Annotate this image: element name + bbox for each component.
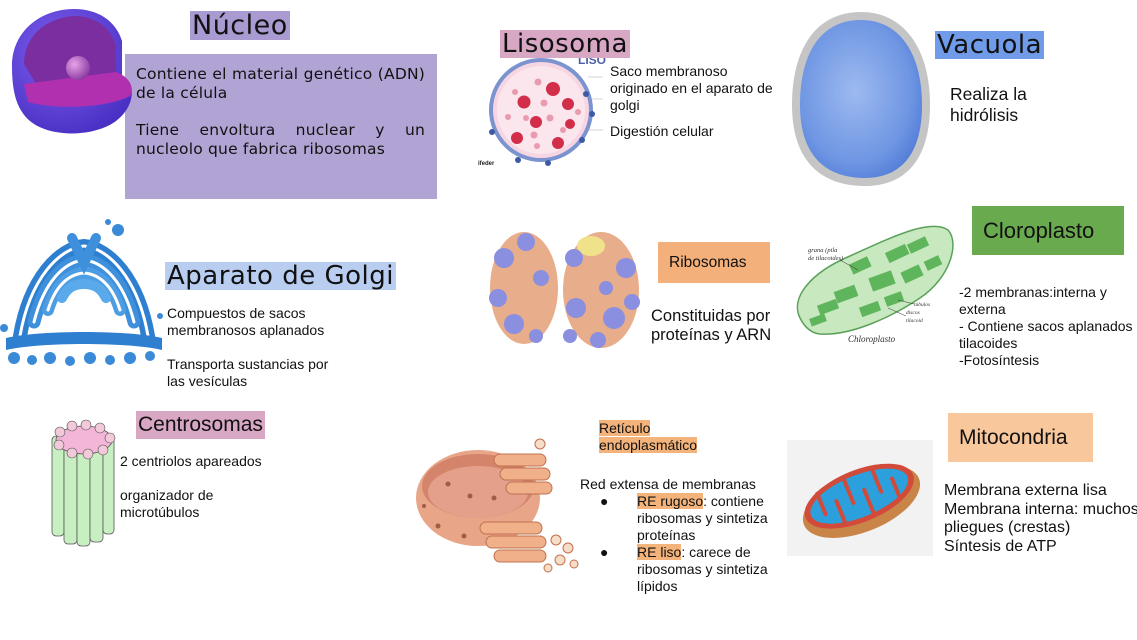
centrosomas-title: Centrosomas — [136, 411, 265, 439]
ribosomas-title-box: Ribosomas — [658, 242, 770, 283]
svg-text:ifeder: ifeder — [478, 161, 495, 167]
centrosomas-text-1: 2 centriolos apareados — [120, 453, 262, 469]
ribosome-icon — [486, 228, 642, 352]
vacuola-text-1: Realiza la hidrólisis — [950, 84, 1027, 125]
reticulo-list-item: ● RE rugoso: contiene ribosomas y sintet… — [600, 493, 780, 544]
reticulo-list: ● RE rugoso: contiene ribosomas y sintet… — [600, 493, 780, 595]
cloroplasto-text-2: - Contiene sacos aplanados tilacoides — [959, 318, 1133, 351]
endoplasmic-reticulum-icon — [408, 436, 583, 576]
reticulo-intro: Red extensa de membranas — [580, 476, 756, 492]
svg-text:de tilacoides): de tilacoides) — [808, 255, 843, 262]
svg-text:discos: discos — [906, 310, 920, 316]
nucleo-text-1: Contiene el material genético (ADN) de l… — [136, 65, 425, 102]
nucleo-title: Núcleo — [190, 10, 290, 41]
nucleo-description-box — [125, 54, 437, 199]
vacuola-title: Vacuola — [935, 30, 1045, 60]
lisosoma-text-1: Saco membranoso originado en el aparato … — [610, 63, 773, 113]
cloroplasto-title: Cloroplasto — [983, 218, 1095, 243]
golgi-text-1: Compuestos de sacos membranosos aplanado… — [167, 305, 325, 338]
reticulo-list-item: ● RE liso: carece de ribosomas y sinteti… — [600, 544, 780, 595]
nucleo-text-2: Tiene envoltura nuclear y un nucleolo qu… — [136, 121, 425, 158]
mitocondria-text-3: Síntesis de ATP — [944, 537, 1057, 555]
chloroplast-icon: grana (pila de tilacoides) túbulos disco… — [790, 218, 958, 346]
lisosoma-text-2: Digestión celular — [610, 123, 714, 139]
cloroplasto-text-1: -2 membranas:interna y externa — [959, 284, 1107, 317]
bullet-icon: ● — [600, 544, 609, 560]
golgi-icon — [0, 218, 168, 368]
ribosomas-text-1: Constituidas por proteínas y ARN — [651, 307, 772, 344]
svg-text:grana (pila: grana (pila — [808, 247, 837, 254]
svg-text:túbulos: túbulos — [914, 302, 930, 308]
ribosomas-title: Ribosomas — [669, 254, 747, 271]
svg-text:Chloroplasto: Chloroplasto — [848, 334, 896, 344]
reticulo-item-text: : contiene ribosomas y sintetiza proteín… — [637, 493, 768, 543]
mitocondria-text-1: Membrana externa lisa — [944, 482, 1107, 499]
lysosome-icon: LISO ifeder — [478, 52, 613, 170]
reticulo-title: Retículo endoplasmático — [599, 420, 698, 453]
cloroplasto-text-3: -Fotosíntesis — [959, 352, 1040, 368]
reticulo-item-text: : carece de ribosomas y sintetiza lípido… — [637, 544, 768, 594]
lisosoma-title: Lisosoma — [500, 29, 630, 59]
svg-text:tilacoid: tilacoid — [906, 318, 923, 324]
centrosomas-text-2: organizador de microtúbulos — [120, 487, 214, 520]
nucleus-icon — [6, 6, 136, 138]
reticulo-item-label: RE liso — [637, 544, 682, 560]
mitocondria-title-box: Mitocondria — [948, 413, 1093, 462]
mitocondria-text-2: Membrana interna: muchos pliegues (crest… — [944, 500, 1137, 537]
mitochondria-icon — [787, 440, 933, 556]
centriole-icon — [48, 418, 118, 550]
reticulo-item-label: RE rugoso — [637, 493, 704, 509]
golgi-text-2: Transporta sustancias por las vesículas — [167, 356, 329, 389]
mitocondria-title: Mitocondria — [959, 426, 1068, 449]
vacuole-icon — [790, 10, 932, 188]
golgi-title: Aparato de Golgi — [165, 261, 396, 291]
bullet-icon: ● — [600, 493, 609, 509]
cloroplasto-title-box: Cloroplasto — [972, 206, 1124, 255]
